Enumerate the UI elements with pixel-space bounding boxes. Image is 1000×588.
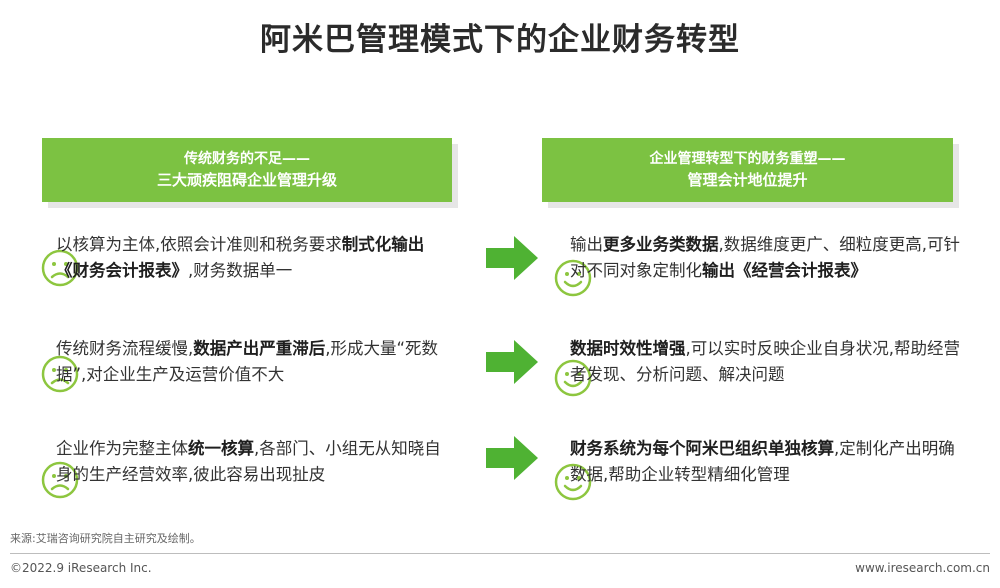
footer-website: www.iresearch.com.cn (855, 561, 990, 575)
left-header-line2: 三大顽疾阻碍企业管理升级 (156, 171, 337, 189)
body-text: 输出 (570, 235, 603, 254)
right-arrow-icon (486, 236, 538, 280)
emphasis-text: 制式化输出《财务会计报表》 (56, 235, 425, 280)
page-title: 阿米巴管理模式下的企业财务转型 (260, 22, 740, 58)
body-text: ,数据维度更广、细粒度更高,可针对不同对象定制化 (570, 235, 960, 280)
sad-face-icon (41, 355, 79, 393)
body-text: ,各部门、小组无从知晓自身的生产经营效率,彼此容易出现扯皮 (56, 439, 441, 484)
right-arrow-icon (486, 436, 538, 480)
body-text: ,定制化产出明确数据,帮助企业转型精细化管理 (570, 439, 955, 484)
source-note: 来源:艾瑞咨询研究院自主研究及绘制。 (10, 532, 201, 545)
body-text: 以核算为主体,依照会计准则和税务要求 (56, 235, 342, 254)
right-row-text: 输出更多业务类数据,数据维度更广、细粒度更高,可针对不同对象定制化输出《经营会计… (570, 232, 970, 284)
footer-copyright: ©2022.9 iResearch Inc. (10, 561, 152, 575)
emphasis-text: 数据时效性增强 (570, 339, 686, 358)
happy-face-icon (554, 259, 592, 297)
right-panel-header: 企业管理转型下的财务重塑—— 管理会计地位提升 (542, 138, 953, 202)
body-text: 企业作为完整主体 (56, 439, 188, 458)
right-row-text: 数据时效性增强,可以实时反映企业自身状况,帮助经营者发现、分析问题、解决问题 (570, 336, 970, 388)
emphasis-text: 数据产出严重滞后 (193, 339, 326, 358)
happy-face-icon (554, 359, 592, 397)
sad-face-icon (41, 461, 79, 499)
happy-face-icon (554, 463, 592, 501)
footer-divider (10, 553, 990, 554)
right-header-line1: 企业管理转型下的财务重塑—— (649, 151, 846, 167)
sad-face-icon (41, 249, 79, 287)
body-text: ,可以实时反映企业自身状况,帮助经营者发现、分析问题、解决问题 (570, 339, 960, 384)
left-header-line1: 传统财务的不足—— (184, 151, 310, 167)
body-text: ,财务数据单一 (188, 261, 293, 280)
emphasis-text: 输出《经营会计报表》 (702, 261, 867, 280)
right-header-line2: 管理会计地位提升 (687, 171, 808, 189)
emphasis-text: 统一核算 (188, 439, 254, 458)
left-panel-header: 传统财务的不足—— 三大顽疾阻碍企业管理升级 (42, 138, 452, 202)
body-text: ,形成大量“死数据”,对企业生产及运营价值不大 (56, 339, 439, 384)
emphasis-text: 更多业务类数据 (603, 235, 719, 254)
right-arrow-icon (486, 340, 538, 384)
right-row-text: 财务系统为每个阿米巴组织单独核算,定制化产出明确数据,帮助企业转型精细化管理 (570, 436, 970, 488)
emphasis-text: 财务系统为每个阿米巴组织单独核算 (570, 439, 834, 458)
left-row-text: 企业作为完整主体统一核算,各部门、小组无从知晓自身的生产经营效率,彼此容易出现扯… (56, 436, 456, 488)
left-row-text: 以核算为主体,依照会计准则和税务要求制式化输出《财务会计报表》,财务数据单一 (56, 232, 456, 284)
body-text: 传统财务流程缓慢, (56, 339, 194, 358)
left-row-text: 传统财务流程缓慢,数据产出严重滞后,形成大量“死数据”,对企业生产及运营价值不大 (56, 336, 456, 388)
